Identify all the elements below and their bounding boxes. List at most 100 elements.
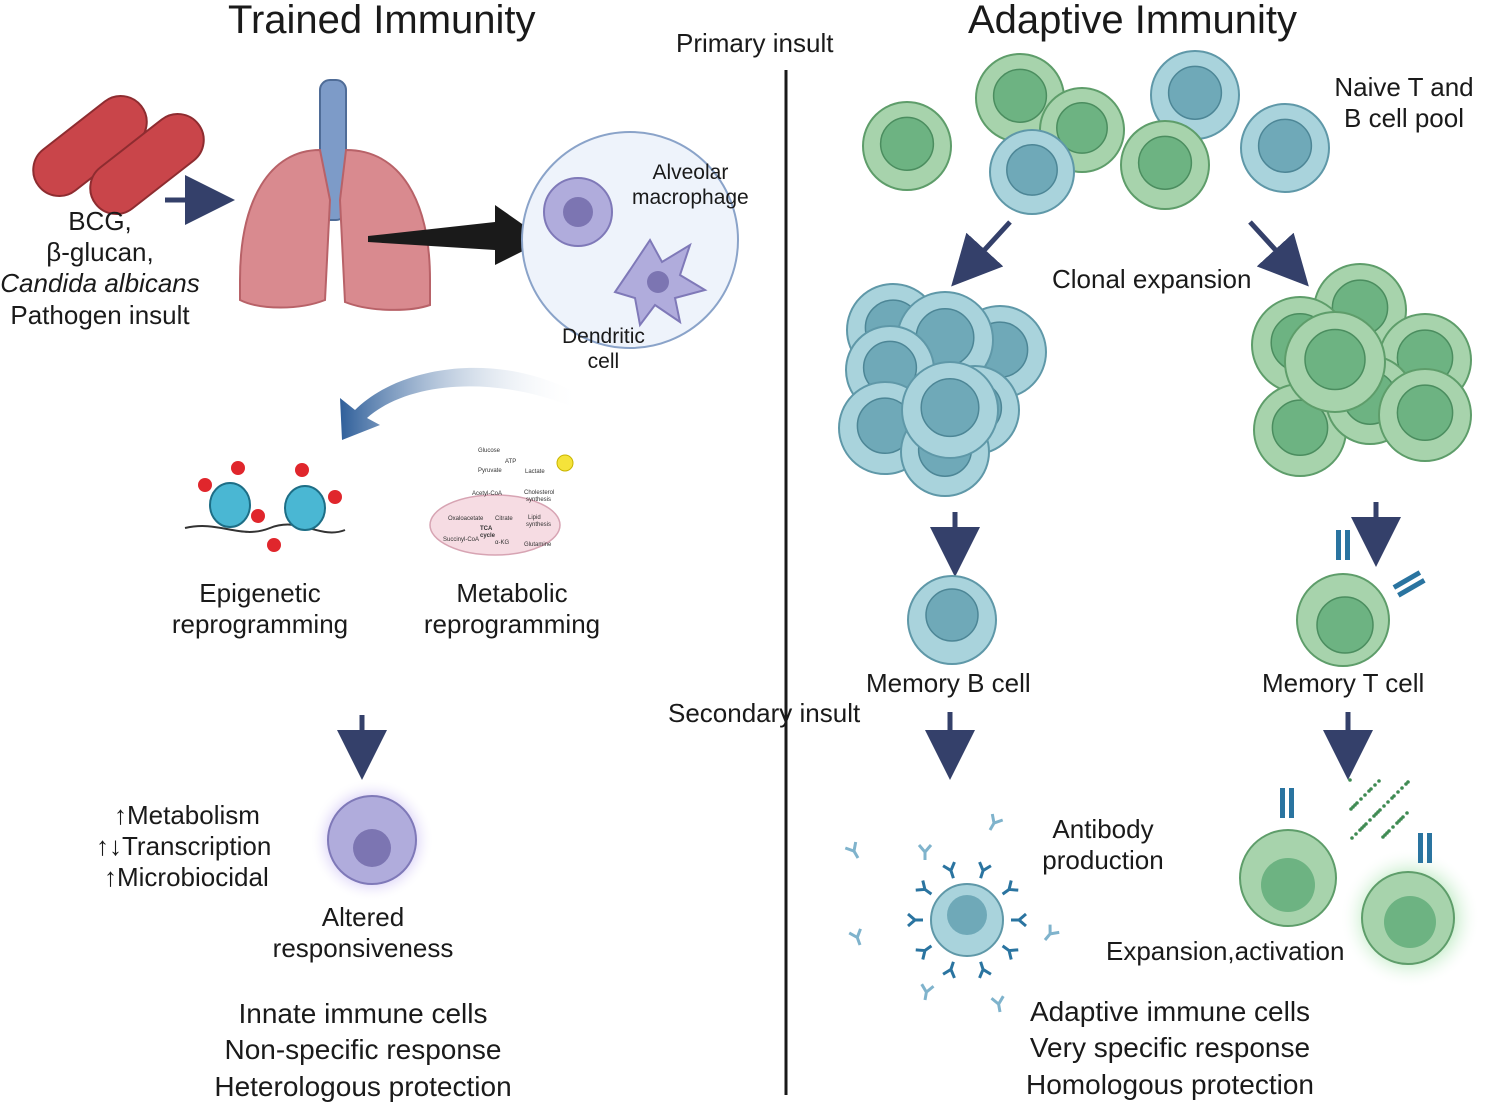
pathway-acetyl-coa: Acetyl-CoA — [472, 491, 502, 497]
metabolic-label: Metabolic reprogramming — [423, 578, 601, 640]
membrane-antibody — [915, 944, 933, 960]
free-antibody — [990, 995, 1005, 1013]
cytokine-dot — [1359, 797, 1363, 801]
trained-summary: Innate immune cells Non-specific respons… — [214, 998, 512, 1102]
secondary-insult-label: Secondary insult — [668, 698, 861, 728]
cytokine-dot — [1373, 783, 1377, 787]
naive-cell — [989, 129, 1075, 215]
naive-cell — [1240, 103, 1330, 193]
lung-to-cells-arrow — [368, 205, 545, 265]
pathway-synthesis-2: synthesis — [526, 522, 551, 528]
membrane-antibody — [1011, 912, 1027, 928]
memory-t-cell-label: Memory T cell — [1262, 668, 1425, 698]
cytokine-dot — [1364, 822, 1368, 826]
trained-effects-list: ↑Metabolism ↑↓Transcription ↑Microbiocid… — [96, 800, 272, 893]
b-clone-cell — [901, 361, 999, 459]
pathway-cycle: cycle — [480, 533, 496, 539]
pathway-cholesterol: Cholesterol — [524, 490, 554, 496]
pathway-synthesis-1: synthesis — [526, 497, 551, 503]
cytokine-dot — [1360, 826, 1364, 830]
cytokine-dot — [1351, 805, 1355, 809]
insult-label: BCG, β-glucan, Candida albicans Pathogen… — [0, 206, 200, 330]
lungs-icon — [239, 79, 431, 311]
cytokine-dots — [1348, 778, 1410, 840]
cytokine-dot — [1401, 815, 1405, 819]
alveolar-macrophage-icon — [543, 177, 613, 247]
membrane-antibody — [978, 861, 992, 879]
membrane-antibody — [1001, 880, 1019, 896]
antibody-producing-cell-icon — [907, 861, 1027, 979]
epigenetic-label: Epigenetic reprogramming — [171, 578, 349, 640]
membrane-antibody — [915, 880, 933, 896]
antibody-production-label: Antibody production — [1042, 814, 1164, 876]
cytokine-dot — [1392, 794, 1396, 798]
cytokine-dot — [1387, 829, 1391, 833]
free-antibody — [1043, 924, 1060, 941]
cytokine-dot — [1363, 793, 1367, 797]
naive-pool-label: Naive T and B cell pool — [1334, 72, 1474, 134]
cytokine-dot — [1383, 833, 1387, 837]
pathway-glucose: Glucose — [478, 448, 501, 454]
dendritic-cell-label: Dendritic cell — [562, 325, 645, 374]
primary-insult-label: Primary insult — [676, 28, 834, 58]
bcg-bacteria-icon — [32, 94, 205, 216]
cytokine-dot — [1377, 779, 1381, 783]
dendritic-cell-icon — [613, 238, 708, 328]
naive-cell — [1150, 50, 1240, 140]
pathway-citrate: Citrate — [495, 516, 513, 522]
free-antibody — [848, 928, 862, 946]
cytokine-dot — [1368, 818, 1372, 822]
alveolar-macrophage-label: Alveolar macrophage — [632, 161, 749, 210]
clonal-arrow-left — [951, 220, 1012, 287]
cytokine-dot — [1354, 832, 1358, 836]
membrane-antibody — [907, 912, 923, 928]
cytokine-dot — [1348, 778, 1352, 782]
adaptive-summary: Adaptive immune cells Very specific resp… — [1026, 996, 1314, 1100]
trained-macrophage-icon — [310, 778, 434, 902]
cytokine-dot — [1396, 790, 1400, 794]
epigenetic-chromatin-icon — [184, 461, 346, 552]
clonal-expansion-label: Clonal expansion — [1052, 264, 1252, 294]
curved-reprogramming-arrow — [340, 367, 580, 440]
clonal-arrow-right — [1248, 220, 1309, 287]
cytokine-dot — [1378, 808, 1382, 812]
t-cell-clone-cluster — [1251, 263, 1472, 477]
cytokine-dot — [1382, 804, 1386, 808]
membrane-antibody — [978, 961, 992, 979]
cytokine-dot — [1386, 800, 1390, 804]
memory-b-cell-label: Memory B cell — [866, 668, 1031, 698]
t-clone-cell — [1378, 368, 1472, 462]
pathway-glutamine: Glutamine — [524, 542, 552, 548]
pathway-akg: α-KG — [495, 540, 509, 546]
membrane-antibody — [942, 961, 956, 979]
pathway-tca: TCA — [480, 526, 493, 532]
membrane-antibody — [942, 861, 956, 879]
cytokine-dot — [1397, 819, 1401, 823]
pathway-pyruvate: Pyruvate — [478, 468, 502, 474]
free-antibody — [920, 983, 935, 1001]
pathway-atp-1: ATP — [505, 459, 516, 465]
memory-t-cell-icon — [1296, 530, 1426, 667]
free-antibody — [917, 844, 933, 860]
adaptive-immunity-title: Adaptive Immunity — [968, 0, 1298, 42]
cytokine-dot — [1369, 787, 1373, 791]
t-clone-cell — [1284, 311, 1386, 413]
naive-cell — [1120, 120, 1210, 210]
cytokine-dot — [1406, 780, 1410, 784]
membrane-antibody — [1001, 944, 1019, 960]
pathway-succinyl-coa: Succinyl-CoA — [443, 537, 479, 543]
cytokine-dot — [1400, 786, 1404, 790]
free-antibody — [844, 841, 860, 859]
altered-responsiveness-label: Altered responsiveness — [272, 902, 454, 964]
b-cell-clone-cluster — [838, 283, 1047, 497]
trained-immunity-title: Trained Immunity — [228, 0, 536, 42]
activated-t-cells-icon — [1239, 788, 1480, 988]
free-antibody — [988, 813, 1004, 831]
pathway-oxaloacetate: Oxaloacetate — [448, 516, 484, 522]
metabolic-pathway-icon: Glucose ATP Pyruvate Lactate Acetyl-CoA … — [429, 448, 574, 556]
pathway-lipid: Lipid — [528, 515, 541, 521]
cytokine-dot — [1374, 812, 1378, 816]
cytokine-dot — [1391, 825, 1395, 829]
memory-b-cell-icon — [907, 575, 997, 665]
